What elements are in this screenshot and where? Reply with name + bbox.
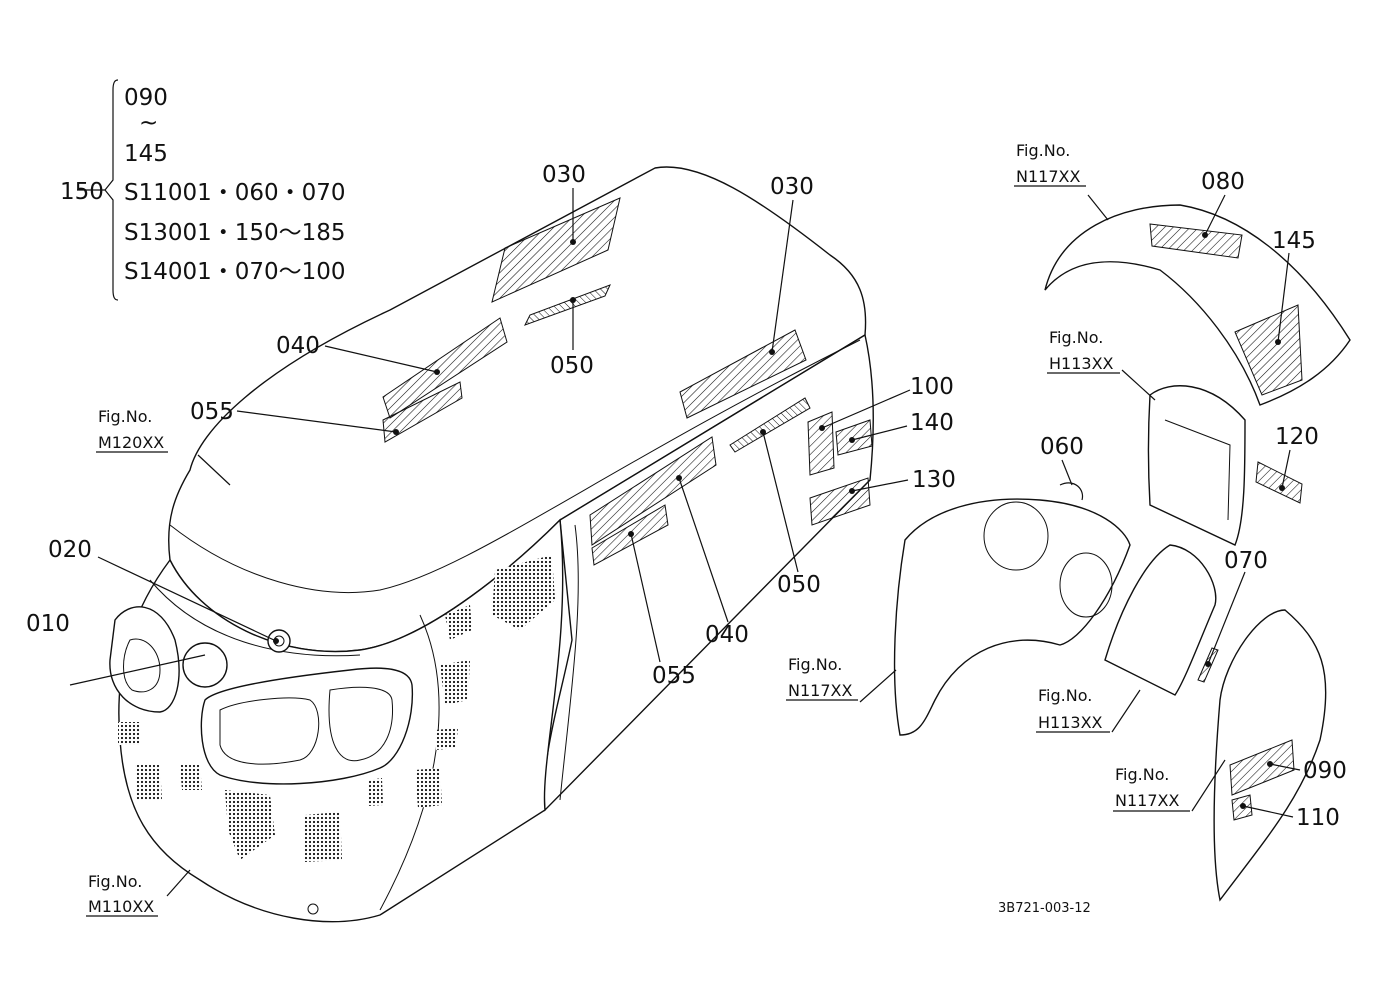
figref-label: Fig.No. (788, 655, 842, 674)
part-label: 055 (652, 663, 696, 689)
part-label: 050 (550, 353, 594, 379)
part-label: 090 (1303, 758, 1347, 784)
part-label: 040 (276, 333, 320, 359)
part-label: 030 (770, 174, 814, 200)
part-label: 030 (542, 162, 586, 188)
part-label: 100 (910, 374, 954, 400)
part-label: 020 (48, 537, 92, 563)
figref-label: Fig.No. (88, 872, 142, 891)
part-label: 010 (26, 611, 70, 637)
figref-code: H113XX (1049, 354, 1114, 373)
figref-code: N117XX (1115, 791, 1179, 810)
legend-item: 090 (124, 85, 168, 111)
figref-label: Fig.No. (98, 407, 152, 426)
figref-code: M110XX (88, 897, 154, 916)
legend-item: S11001・060・070 (124, 180, 346, 206)
part-label: 080 (1201, 169, 1245, 195)
part-label: 055 (190, 399, 234, 425)
figure-references: Fig.No. M120XX Fig.No. M110XX Fig.No. N1… (86, 141, 1190, 917)
diagram-code: 3B721-003-12 (998, 901, 1091, 916)
hood-drawing (109, 166, 874, 923)
part-label: 110 (1296, 805, 1340, 831)
figref-label: Fig.No. (1016, 141, 1070, 160)
part-labels: 010 020 030 030 040 040 050 050 055 055 … (26, 162, 1347, 831)
legend-ref: 150 (60, 179, 104, 205)
figref-label: Fig.No. (1049, 328, 1103, 347)
part-label: 120 (1275, 424, 1319, 450)
legend-item: S13001・150～185 (124, 220, 346, 246)
panel-drawings (893, 204, 1351, 902)
part-label: 050 (777, 572, 821, 598)
legend-block: 150 090 ~ 145 S11001・060・070 S13001・150～… (60, 85, 346, 285)
part-label: 040 (705, 622, 749, 648)
figref-code: N117XX (1016, 167, 1080, 186)
figref-code: H113XX (1038, 713, 1103, 732)
part-label: 060 (1040, 434, 1084, 460)
figref-label: Fig.No. (1038, 686, 1092, 705)
leader-lines (69, 79, 1301, 897)
figref-code: N117XX (788, 681, 852, 700)
legend-item: ~ (139, 110, 158, 136)
part-label: 145 (1272, 228, 1316, 254)
part-label: 130 (912, 467, 956, 493)
part-label: 070 (1224, 548, 1268, 574)
legend-item: S14001・070～100 (124, 259, 346, 285)
legend-item: 145 (124, 141, 168, 167)
part-label: 140 (910, 410, 954, 436)
figref-code: M120XX (98, 433, 164, 452)
figref-label: Fig.No. (1115, 765, 1169, 784)
